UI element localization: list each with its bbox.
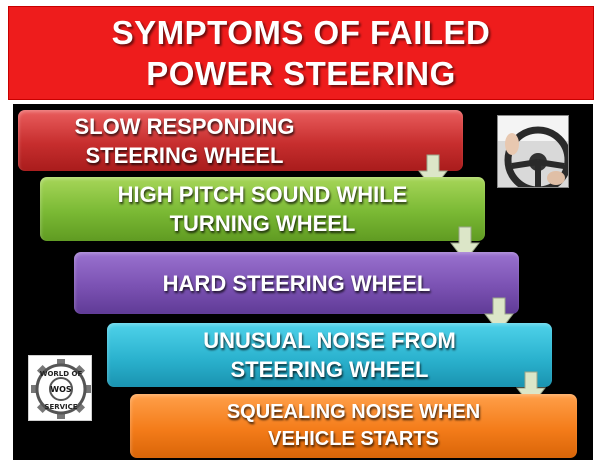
step-unusual-noise: UNUSUAL NOISE FROM STEERING WHEEL	[107, 323, 552, 387]
step-high-pitch-sound: HIGH PITCH SOUND WHILE TURNING WHEEL	[40, 177, 485, 241]
steering-wheel-icon	[498, 116, 568, 187]
world-of-service-logo: WORLD OF WOS SERVICE	[28, 355, 92, 421]
step-1-line-2: STEERING WHEEL	[85, 142, 284, 168]
step-3-line-1: HARD STEERING WHEEL	[162, 270, 431, 296]
title-banner: SYMPTOMS OF FAILED POWER STEERING	[8, 6, 594, 100]
steering-wheel-photo	[497, 115, 569, 188]
step-slow-responding: SLOW RESPONDING STEERING WHEEL	[18, 110, 463, 171]
step-hard-steering: HARD STEERING WHEEL	[74, 252, 519, 314]
step-4-line-1: UNUSUAL NOISE FROM	[203, 328, 456, 353]
step-5-line-1: SQUEALING NOISE WHEN	[226, 401, 481, 423]
title-line-2: POWER STEERING	[146, 55, 456, 92]
step-2-line-1: HIGH PITCH SOUND WHILE	[117, 182, 408, 207]
step-4-line-2: STEERING WHEEL	[230, 357, 429, 382]
logo-bottom-text: SERVICE	[44, 403, 77, 411]
title-line-1: SYMPTOMS OF FAILED	[111, 14, 491, 51]
step-1-line-1: SLOW RESPONDING	[74, 113, 295, 139]
logo-center-text: WOS	[50, 385, 72, 394]
step-5-line-2: VEHICLE STARTS	[268, 428, 439, 450]
step-2-line-2: TURNING WHEEL	[169, 211, 356, 236]
logo-top-text: WORLD OF	[40, 370, 83, 378]
step-squealing-noise: SQUEALING NOISE WHEN VEHICLE STARTS	[130, 394, 577, 458]
gear-logo-icon: WORLD OF WOS SERVICE	[31, 359, 91, 419]
